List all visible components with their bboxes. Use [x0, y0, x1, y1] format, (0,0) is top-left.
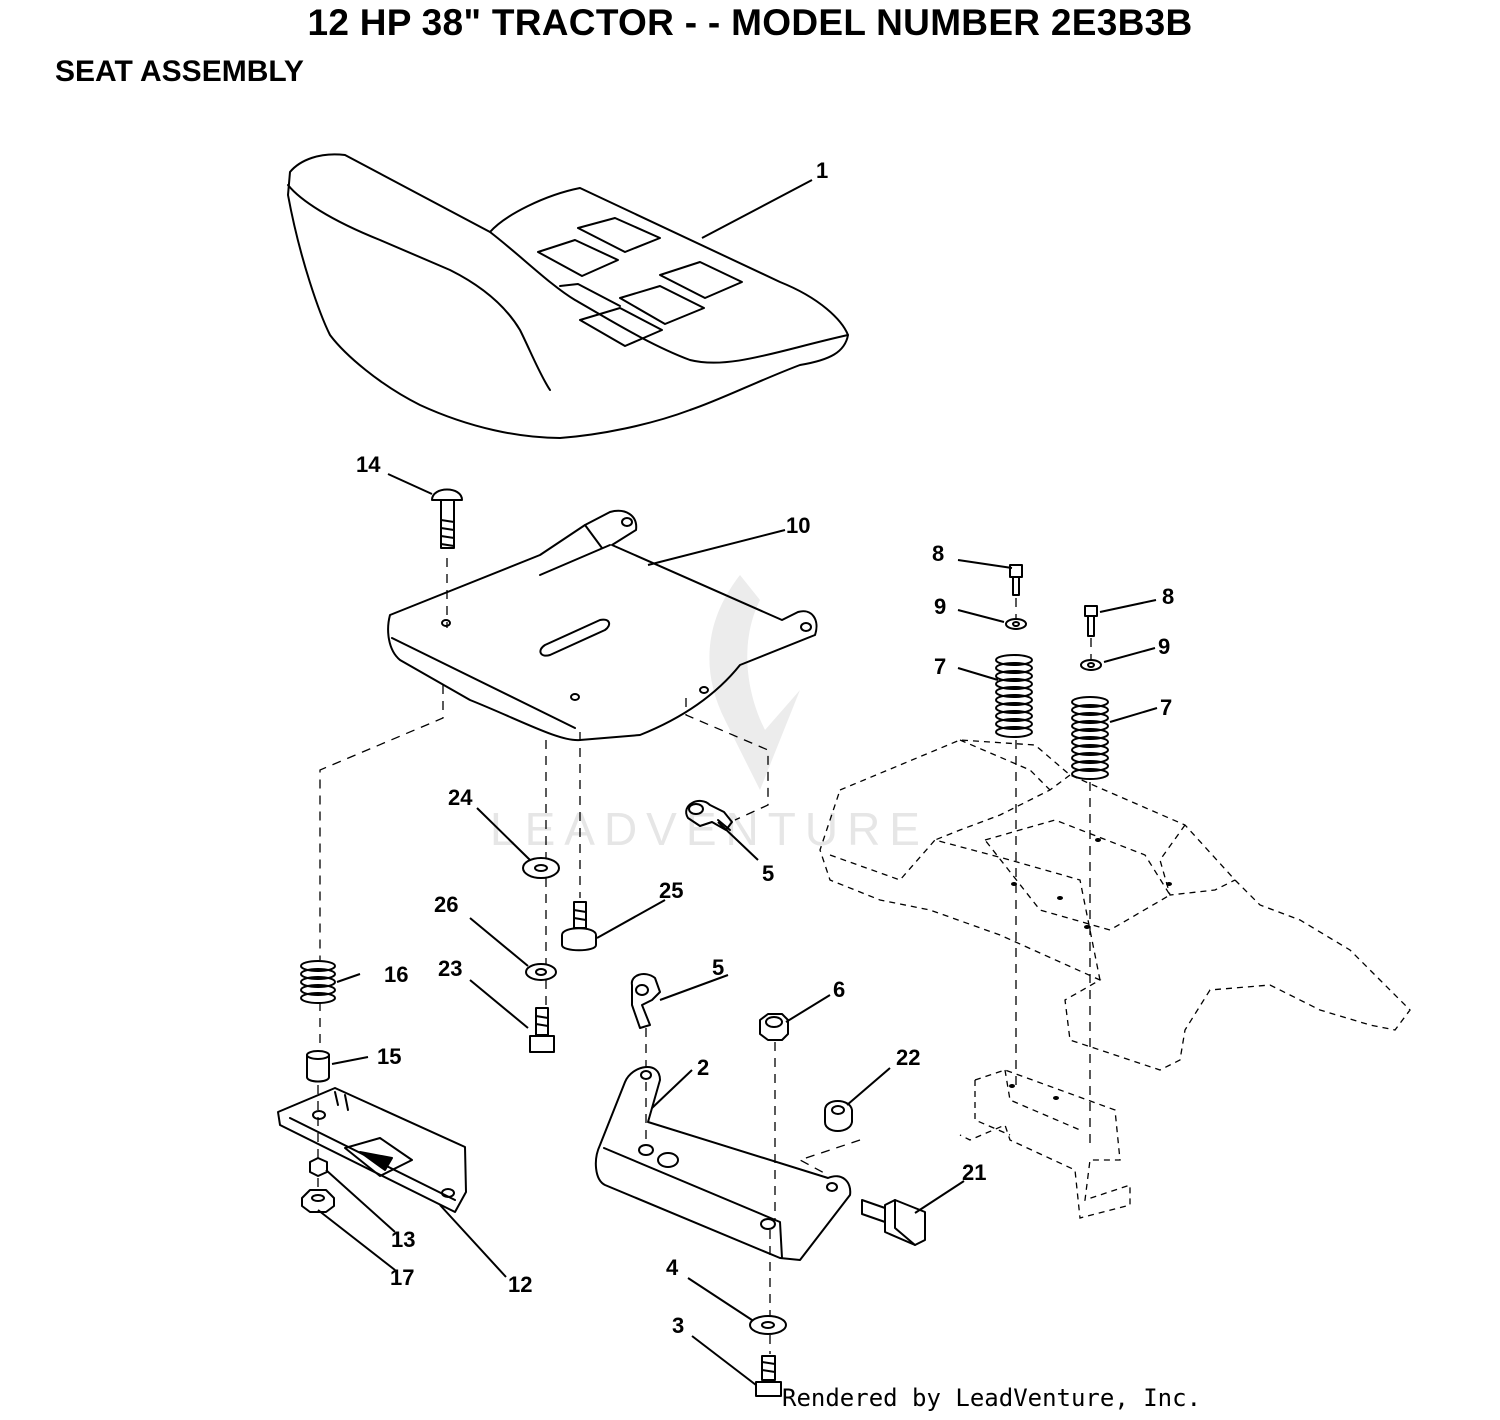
callout-25: 25	[659, 878, 683, 903]
seat-pan-part	[387, 510, 818, 742]
spring-7-left-part	[995, 654, 1033, 738]
flat-washer-24-part	[522, 857, 560, 879]
bolt-8-right-part	[1084, 605, 1098, 637]
spring-7-right-part	[1071, 696, 1109, 780]
hair-pin-clip-lower-part	[630, 973, 661, 1029]
section-title: SEAT ASSEMBLY	[55, 55, 304, 88]
callout-4: 4	[666, 1255, 679, 1280]
callout-7-right: 7	[1160, 695, 1172, 720]
flat-washer-4-part	[749, 1315, 787, 1335]
shoulder-bolt-21-part	[861, 1199, 926, 1246]
callout-16: 16	[384, 962, 408, 987]
flange-nut-part	[301, 1189, 335, 1213]
callout-10: 10	[786, 513, 810, 538]
tractor-frame-reference	[819, 739, 1411, 1219]
lock-nut-part	[759, 1013, 789, 1041]
callout-22: 22	[896, 1045, 920, 1070]
callout-leaders	[317, 179, 1158, 1386]
callout-21: 21	[962, 1160, 986, 1185]
hex-bolt-3-part	[755, 1355, 782, 1397]
frame-mounting-holes	[1009, 838, 1172, 1100]
watermark-text: LEADVENTURE	[490, 803, 929, 855]
callout-17: 17	[390, 1265, 414, 1290]
callout-8-left: 8	[932, 541, 944, 566]
callout-15: 15	[377, 1044, 401, 1069]
washer-9-left-part	[1005, 618, 1027, 630]
callout-23: 23	[438, 956, 462, 981]
hex-bolt-23-part	[529, 1007, 555, 1053]
callout-14: 14	[356, 452, 381, 477]
callout-12: 12	[508, 1272, 532, 1297]
mount-plate-part	[277, 1087, 467, 1213]
carriage-bolt-part	[431, 488, 463, 549]
watermark: LEADVENTURE	[490, 575, 929, 855]
callout-2: 2	[697, 1055, 709, 1080]
small-spring-part	[300, 960, 336, 1004]
callout-3: 3	[672, 1313, 684, 1338]
callout-labels: 1 2 3 4 5 5 6 7 7 8 8 9 9 10 12 13 14 15…	[356, 158, 1174, 1338]
callout-8-right: 8	[1162, 584, 1174, 609]
callout-24: 24	[448, 785, 473, 810]
callout-26: 26	[434, 892, 458, 917]
seat-bracket-part	[594, 1066, 852, 1261]
bushing-part	[824, 1100, 853, 1132]
hex-nut-part	[309, 1157, 328, 1177]
washer-9-right-part	[1080, 659, 1102, 671]
callout-5-lower: 5	[712, 955, 724, 980]
spacer-part	[306, 1050, 330, 1083]
page-title: 12 HP 38" TRACTOR - - MODEL NUMBER 2E3B3…	[307, 2, 1193, 43]
render-credit: Rendered by LeadVenture, Inc.	[782, 1384, 1202, 1412]
callout-13: 13	[391, 1227, 415, 1252]
assembly-alignment-lines	[317, 558, 1092, 1354]
watermark-logo-icon	[709, 575, 800, 790]
callout-1: 1	[816, 158, 828, 183]
callout-6: 6	[833, 977, 845, 1002]
callout-7-left: 7	[934, 654, 946, 679]
seat-part	[287, 153, 849, 439]
callout-5-upper: 5	[762, 861, 774, 886]
hair-pin-clip-upper-part	[685, 799, 733, 831]
bolt-8-left-part	[1009, 564, 1023, 596]
callout-9-right: 9	[1158, 634, 1170, 659]
callout-9-left: 9	[934, 594, 946, 619]
shoulder-bolt-part	[561, 901, 597, 952]
flat-washer-26-part	[525, 963, 557, 981]
